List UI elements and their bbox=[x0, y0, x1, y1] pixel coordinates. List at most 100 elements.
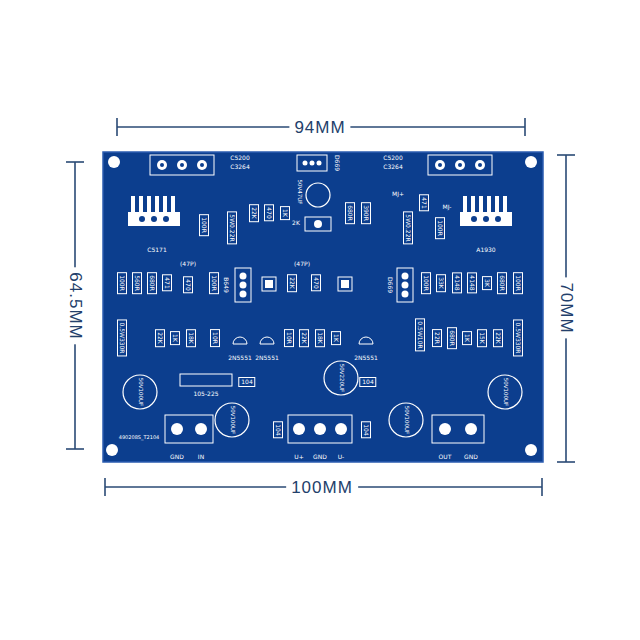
capacitor-outlines bbox=[324, 361, 358, 395]
heat-sink bbox=[495, 216, 501, 222]
pad-holes bbox=[160, 163, 164, 167]
component-value: 10R bbox=[284, 329, 294, 347]
solder-pads bbox=[265, 280, 273, 288]
component-value: 104 bbox=[361, 421, 371, 438]
terminal-blocks bbox=[314, 423, 326, 435]
dimension-label: 64.5MM bbox=[67, 267, 84, 344]
silkscreen-label: 50V100UF bbox=[137, 378, 143, 406]
silkscreen-label: 50V220UF bbox=[338, 364, 344, 392]
heat-sink bbox=[471, 196, 475, 212]
heat-sink bbox=[487, 196, 491, 212]
solder-pads bbox=[402, 282, 409, 289]
silkscreen-label: D669 bbox=[387, 277, 393, 293]
heat-sink bbox=[503, 196, 507, 212]
component-value: 22K bbox=[299, 329, 309, 347]
component-value: 680R bbox=[345, 202, 355, 224]
component-value: 5W0.22R bbox=[403, 211, 413, 244]
component-value: 1K bbox=[462, 331, 472, 345]
transistor-footprints bbox=[150, 155, 214, 175]
silkscreen-label: GND bbox=[170, 454, 184, 460]
silkscreen-label: C5171 bbox=[147, 247, 166, 253]
terminal-blocks bbox=[171, 423, 183, 435]
silkscreen-label: C5200 bbox=[383, 155, 402, 161]
solder-pads bbox=[157, 160, 167, 170]
solder-pads bbox=[240, 291, 247, 298]
component-value: 0.5W330R bbox=[513, 319, 523, 356]
capacitor-outlines bbox=[306, 183, 330, 207]
component-value: 18K bbox=[186, 329, 196, 347]
transistor-footprints bbox=[233, 337, 247, 344]
component-value: 1K bbox=[331, 331, 341, 345]
component-value: 3K bbox=[482, 276, 492, 290]
dimension-label: 94MM bbox=[289, 119, 350, 136]
silkscreen-label: D669 bbox=[334, 155, 340, 171]
transistor-footprints bbox=[338, 277, 352, 291]
component-value: 4148 bbox=[452, 272, 462, 293]
terminal-blocks bbox=[165, 415, 213, 443]
dimension-lines bbox=[557, 461, 575, 463]
component-value: 33K bbox=[436, 274, 446, 292]
terminal-blocks bbox=[293, 423, 305, 435]
component-value: 100R bbox=[513, 272, 523, 294]
silkscreen-label: C3264 bbox=[383, 164, 402, 170]
heat-sink bbox=[147, 196, 151, 212]
component-value: 100R bbox=[117, 272, 127, 294]
component-value: 470 bbox=[311, 274, 321, 291]
dimension-label: 70MM bbox=[558, 277, 575, 338]
component-value: 18K bbox=[315, 329, 325, 347]
component-value: 22R bbox=[432, 329, 442, 347]
transistor-footprints bbox=[397, 268, 413, 302]
silkscreen-label: C3264 bbox=[230, 164, 249, 170]
terminal-blocks bbox=[439, 423, 451, 435]
silkscreen-label: (47P) bbox=[180, 261, 196, 267]
transistor-footprints bbox=[359, 337, 373, 344]
component-value: 15K bbox=[477, 329, 487, 347]
heat-sink bbox=[483, 216, 489, 222]
pad-holes bbox=[438, 163, 442, 167]
terminal-blocks bbox=[288, 415, 352, 443]
terminal-blocks bbox=[165, 415, 484, 443]
heat-sink bbox=[460, 212, 512, 226]
heat-sink bbox=[463, 196, 467, 212]
silkscreen-label: 2N5551 bbox=[228, 355, 252, 361]
component-value: 0.5W10R bbox=[415, 318, 425, 351]
component-value: 100R bbox=[435, 217, 445, 239]
silkscreen-label: 50V47UF bbox=[296, 180, 302, 205]
solder-pads bbox=[435, 160, 445, 170]
component-value: 0.5W330R bbox=[117, 319, 127, 356]
terminal-blocks bbox=[465, 423, 477, 435]
silkscreen-label: GND bbox=[464, 454, 478, 460]
solder-pads bbox=[157, 160, 485, 298]
component-value: 470 bbox=[264, 204, 274, 221]
silkscreen-label: U- bbox=[338, 454, 345, 460]
pad-holes bbox=[180, 163, 184, 167]
silkscreen-label: U+ bbox=[294, 454, 303, 460]
solder-pads bbox=[310, 161, 315, 166]
silkscreen-label: 2N5551 bbox=[255, 355, 279, 361]
solder-pads bbox=[317, 161, 322, 166]
component-value: 1K bbox=[280, 206, 290, 220]
transistor-footprints bbox=[235, 268, 251, 302]
transistor-footprints bbox=[260, 337, 274, 344]
transistor-footprints bbox=[428, 155, 492, 175]
component-value: 471 bbox=[419, 194, 429, 211]
heat-sink bbox=[155, 196, 159, 212]
component-value: 1K bbox=[170, 331, 180, 345]
silkscreen-label: 490208S_T2104 bbox=[119, 435, 160, 440]
pad-holes bbox=[458, 163, 462, 167]
component-value: 100R bbox=[209, 272, 219, 294]
component-value: 680R bbox=[497, 272, 507, 294]
component-value: 100R bbox=[199, 214, 209, 236]
terminal-blocks bbox=[432, 415, 484, 443]
component-value: 22K bbox=[287, 274, 297, 292]
silkscreen-label: A1930 bbox=[476, 247, 495, 253]
dimension-lines bbox=[66, 161, 84, 163]
solder-pads bbox=[314, 220, 322, 228]
component-value: 680R bbox=[447, 327, 457, 349]
heat-sink bbox=[151, 216, 157, 222]
mounting-holes bbox=[106, 444, 118, 456]
solder-pads bbox=[455, 160, 465, 170]
heat-sink bbox=[128, 196, 512, 226]
